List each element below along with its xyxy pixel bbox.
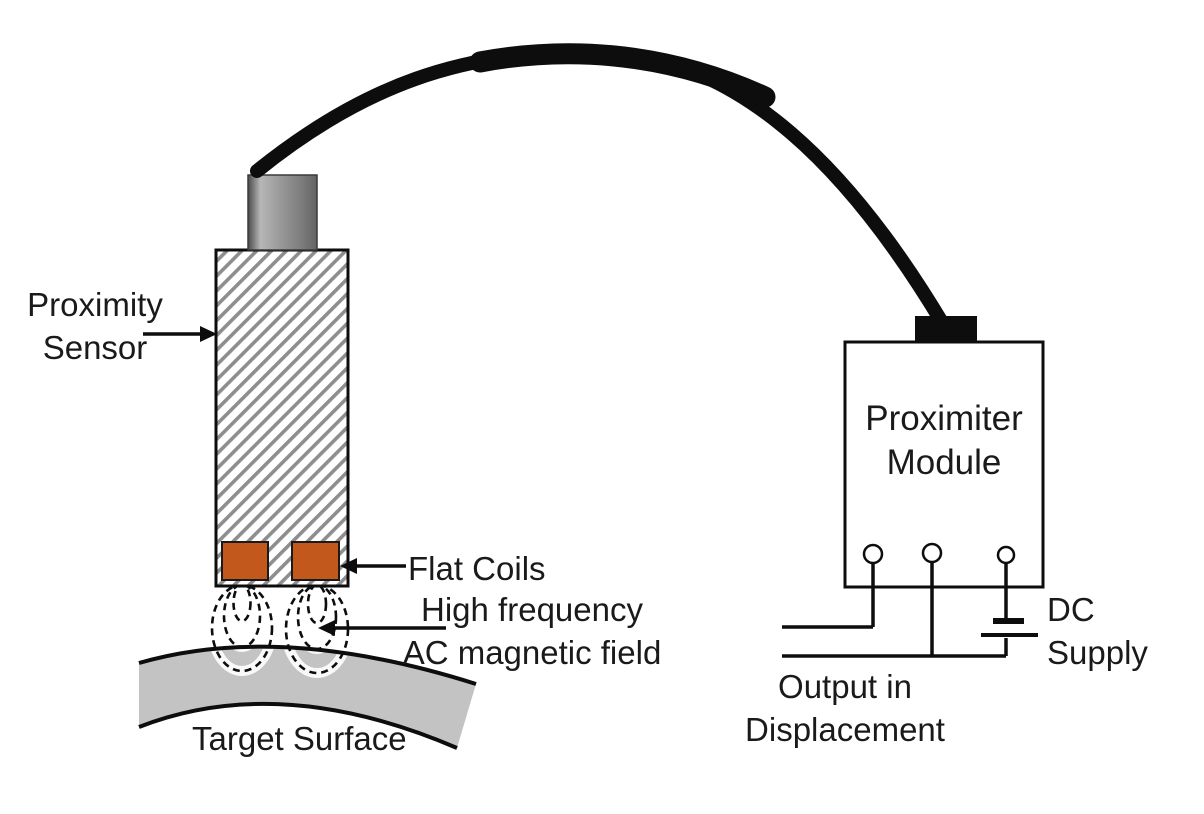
proximity-sensor-arrowhead: [200, 326, 217, 342]
proximity-sensor-label: Proximity Sensor: [27, 286, 163, 366]
cable-connector-block: [915, 316, 977, 343]
terminal-right: [996, 545, 1016, 565]
target-surface-label: Target Surface: [192, 720, 407, 757]
flat-coil-right: [291, 541, 340, 581]
sensor-cable: [250, 44, 950, 331]
magnetic-field-label: High frequency AC magnetic field: [402, 591, 662, 671]
proximiter-module-label: Proximiter Module: [865, 399, 1023, 483]
sensor-cable-crown: [469, 43, 776, 108]
terminal-middle: [921, 542, 943, 564]
flat-coil-left: [221, 541, 269, 581]
terminal-left: [862, 543, 884, 565]
output-displacement-label: Output in Displacement: [745, 668, 945, 748]
target-surface-top-edge: [138, 644, 477, 686]
flat-coils-arrowhead: [340, 558, 357, 574]
sensor-connector-cylinder: [247, 174, 318, 251]
field-loop: [306, 583, 328, 625]
sensor-body: [214, 248, 350, 588]
target-surface-bottom-edge: [138, 701, 458, 750]
magnetic-field-arrowhead: [318, 620, 335, 636]
flat-coils-label: Flat Coils: [408, 550, 546, 587]
dc-supply-label: DC Supply: [1047, 591, 1148, 671]
module-wiring: [782, 561, 1008, 658]
